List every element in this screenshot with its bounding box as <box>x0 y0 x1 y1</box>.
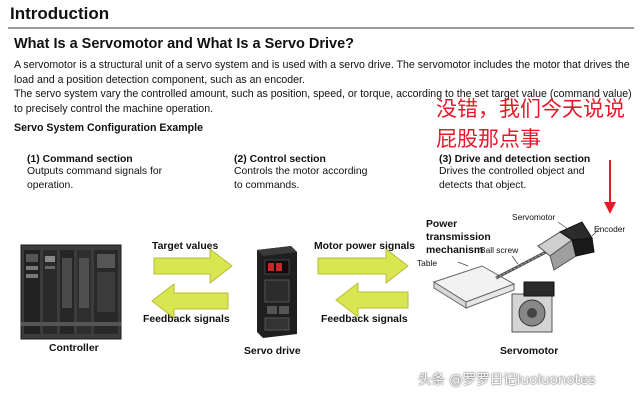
caption-controller: Controller <box>49 343 99 354</box>
annotation-text: 没错，我们今天说说屁股那点事 <box>436 97 625 151</box>
section-drive-desc: Drives the controlled object and detects… <box>439 166 585 191</box>
section-drive-title: (3) Drive and detection section <box>439 154 591 165</box>
section-control-title: (2) Control section <box>234 154 326 165</box>
label-power-transmission: Power transmission mechanism <box>426 219 491 256</box>
section-control-desc: Controls the motor according to commands… <box>234 166 368 191</box>
target-values-arrow <box>153 247 233 285</box>
annotation-arrow-head <box>604 202 616 214</box>
feedback-right-arrow <box>335 281 409 319</box>
section-control: (2) Control section Controls the motor a… <box>234 154 374 192</box>
caption-servo-drive: Servo drive <box>244 346 301 357</box>
controller-illustration <box>20 244 122 340</box>
motor-power-arrow <box>317 247 409 285</box>
label-table: Table <box>417 258 438 268</box>
label-feedback-left: Feedback signals <box>143 314 230 325</box>
section-command-title: (1) Command section <box>27 154 133 165</box>
section-command-desc: Outputs command signals for operation. <box>27 166 163 191</box>
section-command: (1) Command section Outputs command sign… <box>27 154 167 192</box>
label-target-values: Target values <box>152 241 219 252</box>
intro-text: A servomotor is a structural unit of a s… <box>14 58 636 116</box>
label-feedback-right: Feedback signals <box>321 314 408 325</box>
page-title: Introduction <box>10 4 110 23</box>
title-divider <box>8 27 634 29</box>
intro-paragraph-1: A servomotor is a structural unit of a s… <box>14 59 630 86</box>
mechanism-illustration <box>432 221 601 333</box>
section-drive: (3) Drive and detection section Drives t… <box>439 154 615 192</box>
label-motor-power-signals: Motor power signals <box>314 241 416 252</box>
servo-drive-illustration <box>257 246 297 338</box>
label-servomotor-top: Servomotor <box>512 212 556 222</box>
caption-servomotor: Servomotor <box>500 346 559 357</box>
feedback-left-arrow <box>151 282 229 320</box>
watermark-text: 头条 @罗罗日记luoluonotes <box>418 372 596 388</box>
section-subtitle: What Is a Servomotor and What Is a Servo… <box>14 36 355 52</box>
diagram-heading: Servo System Configuration Example <box>14 122 203 134</box>
intro-paragraph-2: The servo system vary the controlled amo… <box>14 88 632 115</box>
label-ball-screw: Ball screw <box>480 245 519 255</box>
label-encoder: Encoder <box>594 224 626 234</box>
